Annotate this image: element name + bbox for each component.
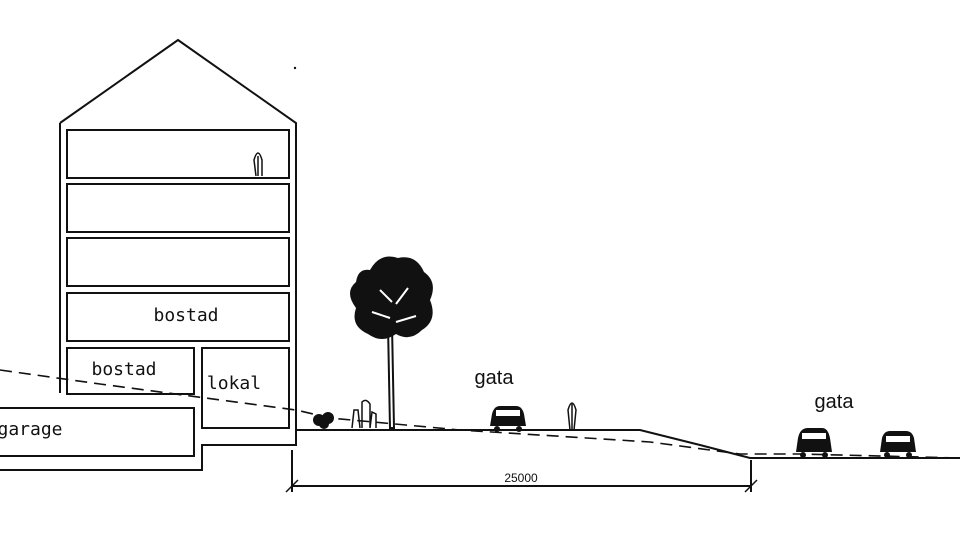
tree-icon (350, 256, 433, 429)
street-label-lower: gata (815, 391, 855, 413)
car-icon-lower-1 (796, 428, 832, 458)
garage-label: garage (0, 419, 63, 440)
street-label-upper: gata (475, 367, 515, 389)
building: bostad bostad lokal garage (0, 38, 297, 471)
person-standing-icon (567, 402, 577, 431)
dimension-value: 25000 (504, 471, 538, 485)
floor-room-4 (66, 183, 290, 233)
new-ground-line (296, 429, 960, 459)
dimension-line: 25000 (285, 450, 758, 493)
lokal-label: lokal (207, 373, 261, 394)
stray-dot (293, 66, 297, 70)
bush-icon (313, 412, 334, 429)
building-outline (59, 38, 297, 430)
bostad-upper-room (66, 292, 290, 342)
floor-room-3 (66, 237, 290, 287)
bostad-upper-label: bostad (153, 305, 218, 326)
people-group-icon (351, 399, 377, 429)
lokal-room (201, 347, 290, 429)
car-icon-upper (490, 406, 526, 432)
person-figure-attic (253, 152, 263, 177)
garage-room (0, 407, 195, 457)
attic-room (66, 129, 290, 179)
basement-outline (0, 430, 297, 471)
bostad-lower-label: bostad (91, 359, 156, 380)
bostad-lower-room (66, 347, 195, 395)
car-icon-lower-2 (880, 431, 916, 458)
